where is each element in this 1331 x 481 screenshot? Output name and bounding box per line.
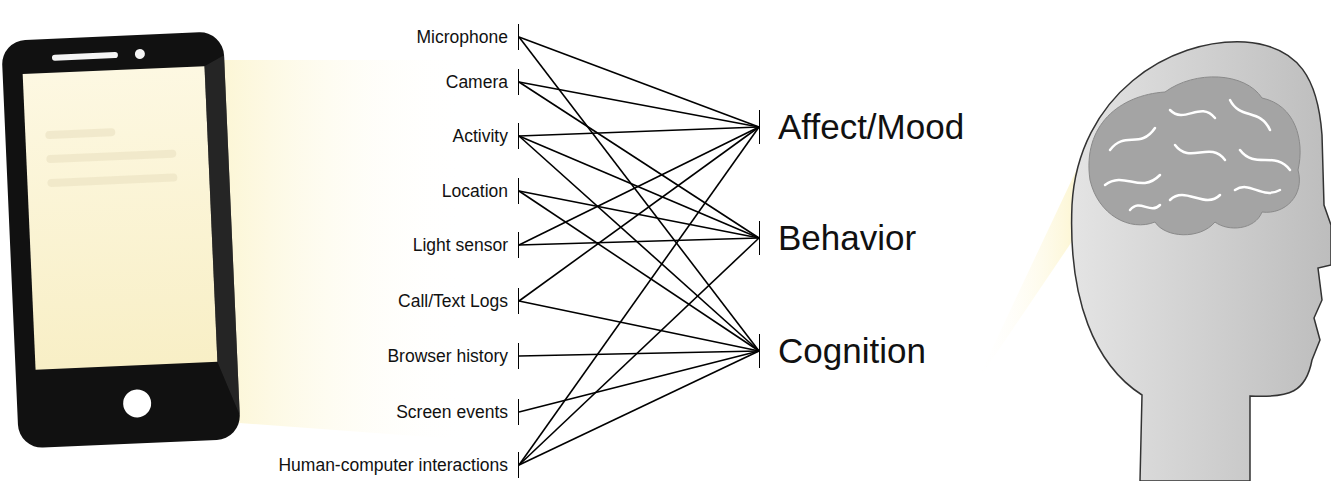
sensor-label: Call/Text Logs [398,288,519,314]
label-text: Browser history [387,345,508,367]
connector-line [519,127,759,465]
connector-line [519,136,759,351]
construct-label: Cognition [759,334,926,368]
connector-line [519,127,759,301]
construct-label: Affect/Mood [759,110,964,144]
label-text: Affect/Mood [778,107,964,147]
label-text: Location [442,180,508,202]
label-text: Activity [453,125,508,147]
sensor-label: Activity [453,123,519,149]
label-text: Behavior [778,218,916,258]
connector-line [519,127,759,136]
label-text: Microphone [417,26,508,48]
label-text: Human-computer interactions [278,454,508,476]
connector-line [519,351,759,465]
sensor-label: Browser history [387,343,519,369]
label-text: Call/Text Logs [398,290,508,312]
label-text: Cognition [778,331,926,371]
head-silhouette [1072,42,1331,481]
sensor-label: Camera [446,69,519,95]
sensor-label: Screen events [396,399,519,425]
connector-line [519,238,759,245]
label-text: Screen events [396,401,508,423]
construct-label: Behavior [759,221,916,255]
sensor-label: Human-computer interactions [278,452,519,478]
connector-line [519,136,759,238]
sensor-label: Light sensor [413,232,519,258]
connector-line [519,127,759,245]
brain [1089,77,1300,235]
connector-line [519,37,759,127]
sensor-label: Location [442,178,519,204]
connector-line [519,301,759,351]
connector-line [519,351,759,412]
label-text: Camera [446,71,508,93]
connector-line [519,238,759,465]
smartphone [1,31,241,448]
connector-line [519,37,759,351]
label-text: Light sensor [413,234,508,256]
sensor-label: Microphone [417,24,519,50]
